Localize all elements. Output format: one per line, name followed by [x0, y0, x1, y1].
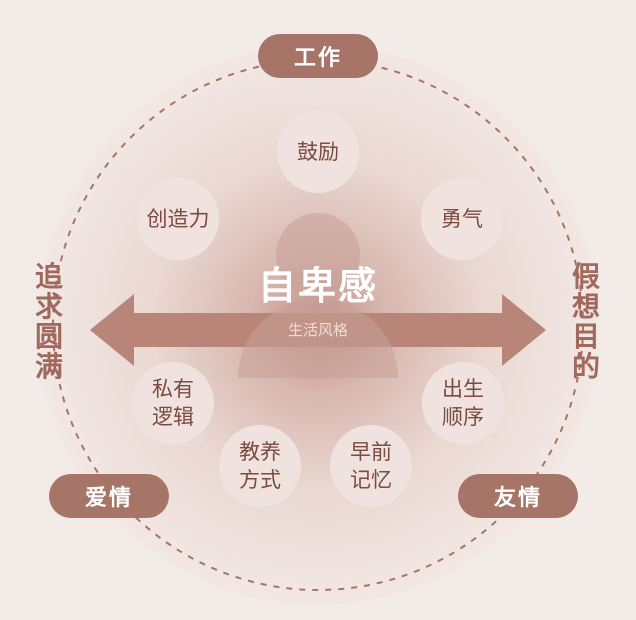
- factor-creativity: 创造力: [137, 178, 219, 260]
- factor-private-logic: 私有 逻辑: [132, 362, 214, 444]
- factor-courage: 勇气: [421, 178, 503, 260]
- side-label-pursue-perfection: 追 求 圆 满: [34, 260, 63, 383]
- task-friendship-pill: 友情: [458, 474, 578, 518]
- center-title: 自卑感: [257, 264, 378, 308]
- person-head-silhouette: [276, 213, 360, 297]
- factor-parenting: 教养 方式: [219, 425, 301, 507]
- factor-encourage: 鼓励: [277, 111, 359, 193]
- factor-birth-order: 出生 顺序: [422, 362, 504, 444]
- task-love-pill: 爱情: [49, 474, 169, 518]
- side-label-fictional-goal: 假 想 目 的: [571, 260, 600, 383]
- task-work-pill: 工作: [258, 34, 378, 78]
- factor-early-memory: 早前 记忆: [330, 425, 412, 507]
- arrow-label: 生活风格: [287, 321, 348, 339]
